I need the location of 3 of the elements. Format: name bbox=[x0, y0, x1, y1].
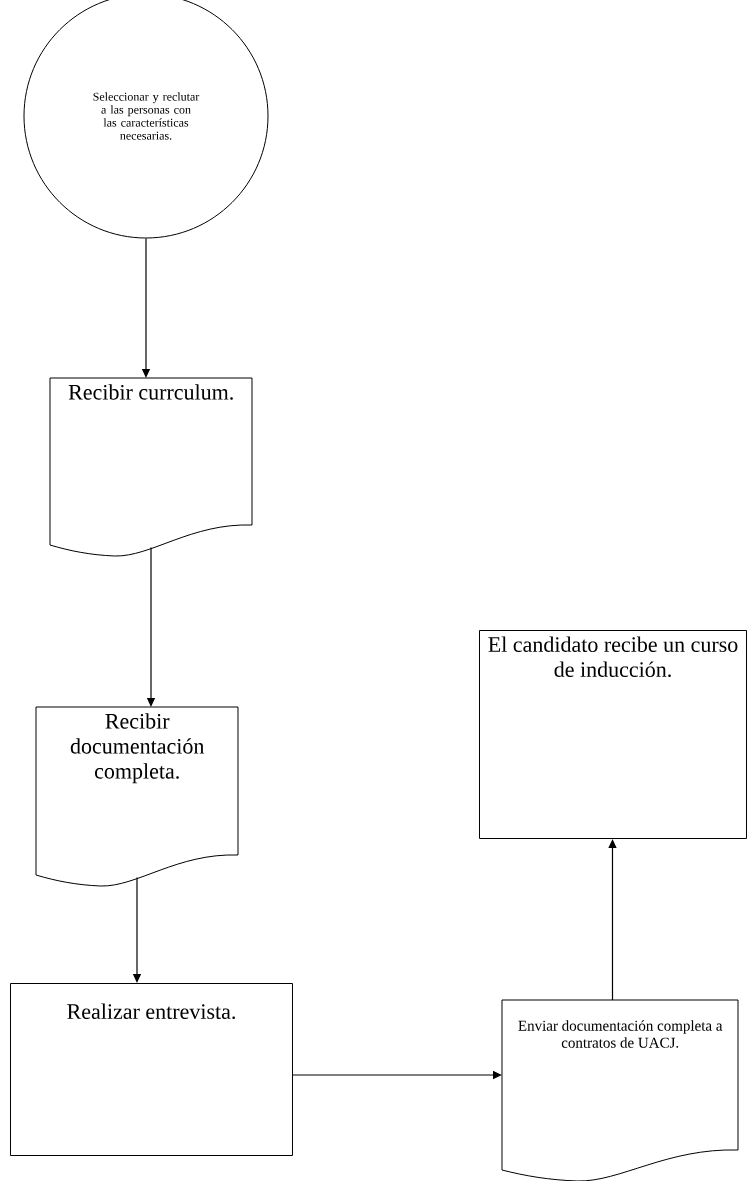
arrow bbox=[608, 839, 617, 1001]
process-box: El candidato recibe un curso de inducción. bbox=[479, 630, 747, 839]
process-box: Realizar entrevista. bbox=[10, 983, 293, 1156]
